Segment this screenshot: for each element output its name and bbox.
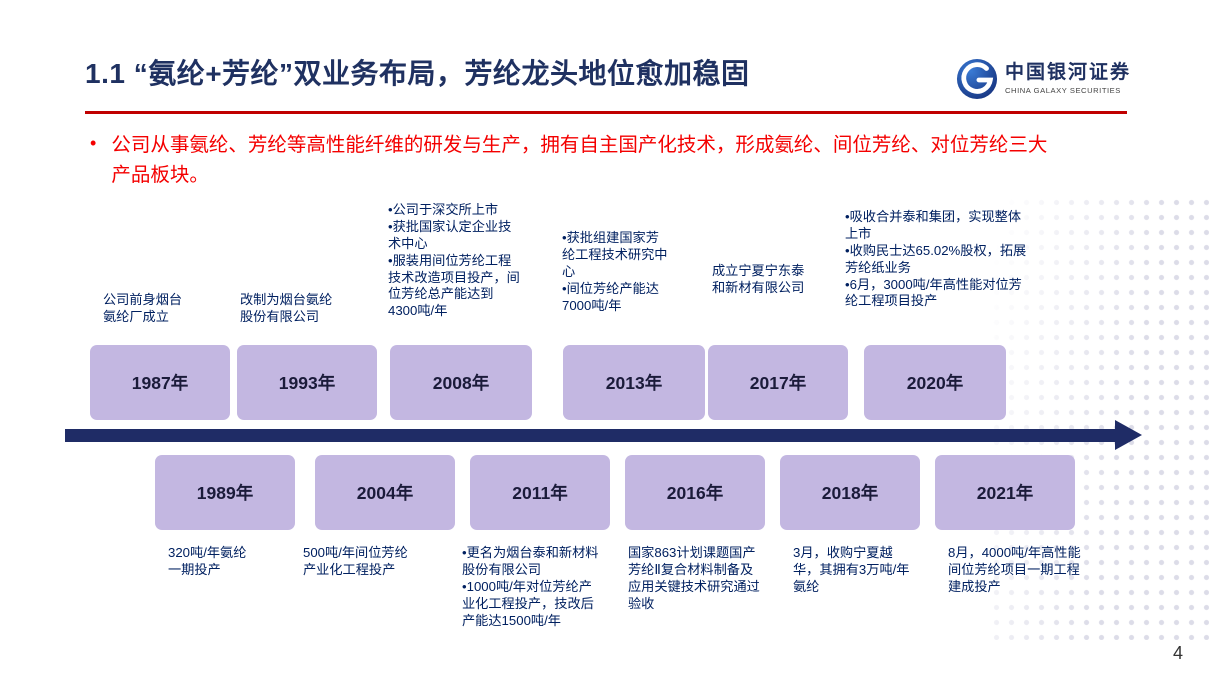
year-box-2013: 2013年 bbox=[563, 345, 705, 420]
year-box-2004: 2004年 bbox=[315, 455, 455, 530]
galaxy-logo-icon bbox=[956, 58, 998, 100]
note-2004: 500吨/年间位芳纶 产业化工程投产 bbox=[303, 545, 408, 577]
year-box-2016: 2016年 bbox=[625, 455, 765, 530]
year-box-2017: 2017年 bbox=[708, 345, 848, 420]
note-2017: 成立宁夏宁东泰和新材有限公司 bbox=[712, 263, 805, 295]
year-box-2011: 2011年 bbox=[470, 455, 610, 530]
note-2008: •公司于深交所上市 •获批国家认定企业技术中心 •服装用间位芳纶工程技术改造项目… bbox=[388, 202, 520, 319]
logo-name-cn: 中国银河证券 bbox=[1005, 62, 1132, 84]
year-label: 2004年 bbox=[356, 483, 414, 503]
year-box-1987: 1987年 bbox=[90, 345, 230, 420]
note-1989: 320吨/年氨纶 一期投产 bbox=[168, 545, 247, 577]
year-box-2020: 2020年 bbox=[864, 345, 1006, 420]
timeline-axis bbox=[65, 429, 1117, 442]
year-box-1989: 1989年 bbox=[155, 455, 295, 530]
year-label: 2013年 bbox=[605, 373, 663, 393]
logo-name-en: CHINA GALAXY SECURITIES bbox=[1005, 85, 1121, 95]
bullet-marker: • bbox=[90, 133, 97, 153]
year-box-2018: 2018年 bbox=[780, 455, 920, 530]
intro-bullet-item: • 公司从事氨纶、芳纶等高性能纤维的研发与生产，拥有自主国产化技术，形成氨纶、间… bbox=[90, 130, 1055, 190]
dot-pattern-decoration bbox=[989, 195, 1209, 640]
title-divider bbox=[85, 111, 1127, 114]
year-box-2008: 2008年 bbox=[390, 345, 532, 420]
year-label: 2018年 bbox=[821, 483, 879, 503]
note-1993: 改制为烟台氨纶 股份有限公司 bbox=[240, 292, 333, 324]
note-1987: 公司前身烟台 氨纶厂成立 bbox=[103, 292, 183, 324]
note-2020: •吸收合并泰和集团，实现整体上市 •收购民士达65.02%股权，拓展芳纶纸业务 … bbox=[845, 209, 1027, 309]
year-label: 1987年 bbox=[131, 373, 189, 393]
year-label: 2011年 bbox=[512, 483, 568, 503]
timeline-arrowhead-icon bbox=[1115, 420, 1142, 450]
company-logo: 中国银河证券 CHINA GALAXY SECURITIES bbox=[956, 58, 1131, 100]
year-label: 2016年 bbox=[666, 483, 724, 503]
note-2016: 国家863计划课题国产芳纶Ⅱ复合材料制备及应用关键技术研究通过验收 bbox=[628, 545, 760, 611]
year-label: 2017年 bbox=[749, 373, 807, 393]
slide-title: 1.1 “氨纶+芳纶”双业务布局，芳纶龙头地位愈加稳固 bbox=[85, 58, 750, 89]
year-box-2021: 2021年 bbox=[935, 455, 1075, 530]
note-2013: •获批组建国家芳纶工程技术研究中心 •间位芳纶产能达7000吨/年 bbox=[562, 230, 668, 313]
note-2011: •更名为烟台泰和新材料股份有限公司 •1000吨/年对位芳纶产业化工程投产，技改… bbox=[462, 545, 599, 628]
intro-text: 公司从事氨纶、芳纶等高性能纤维的研发与生产，拥有自主国产化技术，形成氨纶、间位芳… bbox=[111, 134, 1048, 187]
note-2021: 8月，4000吨/年高性能间位芳纶项目一期工程建成投产 bbox=[948, 545, 1081, 594]
year-label: 1989年 bbox=[196, 483, 254, 503]
year-box-1993: 1993年 bbox=[237, 345, 377, 420]
year-label: 2020年 bbox=[906, 373, 964, 393]
year-label: 2008年 bbox=[432, 373, 490, 393]
logo-text: 中国银河证券 CHINA GALAXY SECURITIES bbox=[1005, 62, 1132, 95]
year-label: 1993年 bbox=[278, 373, 336, 393]
note-2018: 3月，收购宁夏越华，其拥有3万吨/年氨纶 bbox=[793, 545, 910, 594]
year-label: 2021年 bbox=[976, 483, 1034, 503]
page-number: 4 bbox=[1172, 643, 1183, 663]
